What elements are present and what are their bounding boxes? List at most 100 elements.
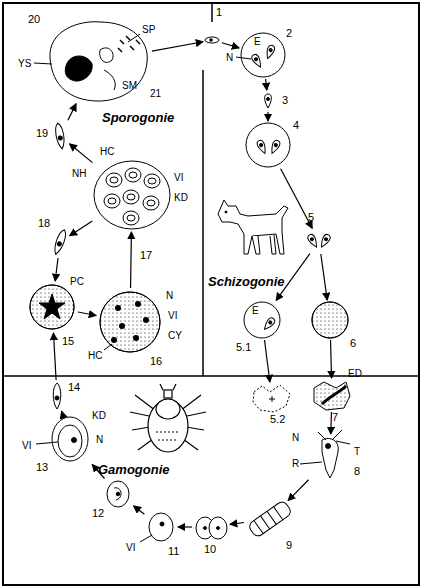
stage-node: 20YSSPNHSM21 [45,20,150,102]
cycle-arrow [230,523,244,525]
stage-node: 11VI [146,512,176,542]
structure-label: R [292,458,299,469]
stage-node: 16NVICYHC [98,290,162,354]
cycle-arrow [281,169,313,228]
cycle-arrow [321,254,327,300]
frame [3,3,419,585]
structure-label: T [354,446,360,457]
stage-node: 5.2 [252,384,292,414]
stage-number: 11 [168,546,179,557]
cycle-arrow [267,112,268,121]
cycle-arrow [130,232,132,288]
stage-node: 5 [306,230,332,252]
structure-label: N [292,432,299,443]
stage-node: 5.1E [244,302,280,338]
structure-label: KD [92,410,106,421]
cycle-arrow [288,480,308,501]
stage-node: 12 [104,480,132,508]
dog-illustration [218,200,288,254]
cycle-arrow [330,412,332,434]
dividers [4,4,418,376]
stage-node: 10 [194,514,228,540]
stage-number: 5.1 [236,342,251,353]
structure-label: E [254,36,261,47]
cycle-arrow [265,340,270,382]
cycle-arrow [178,526,192,527]
stage-node: 6 [312,302,348,338]
cycle-arrow [68,104,76,120]
stage-number: 16 [150,356,162,367]
phase-label: Gamogonie [98,462,170,477]
stage-node: 15PC [28,283,76,331]
structure-label: SP [142,24,155,35]
stage-node: 18 [52,228,68,256]
stage-number: 15 [62,336,74,347]
stage-number: 19 [36,128,48,139]
stage-number: 12 [92,508,104,519]
structure-label: KD [174,192,188,203]
structure-label: NH [72,168,86,179]
structure-label: SM [122,80,137,91]
cycle-arrow [61,411,63,414]
stage-number: 1 [216,7,222,18]
stage-number: 14 [68,382,80,393]
stage-number: 9 [286,540,292,551]
stage-node: 17HCNHVIKD [94,160,170,230]
stage-node: 9 [246,502,294,536]
stage-number: 3 [282,95,288,106]
structure-label: NH [70,62,84,73]
cycle-arrow [53,333,56,380]
stage-number: 2 [286,28,292,39]
stage-number: 4 [293,120,299,131]
stage-node: 7ED [312,380,352,410]
structure-label: E [252,305,259,316]
structure-label: VI [174,172,183,183]
stage-number: 20 [28,14,40,25]
stage-number: 6 [350,338,356,349]
structure-label: N [96,434,103,445]
cycle-arrow [331,340,332,378]
cycle-arrow [266,79,267,90]
stage-node: 4 [246,123,290,167]
structure-label: N [226,52,233,63]
cycle-arrow [222,43,239,48]
structure-label: 21 [150,88,161,99]
stage-node: 19 [52,122,68,150]
stage-node: 3 [261,92,275,110]
structure-label: CY [168,330,182,341]
structure-label: N [166,290,173,301]
cycle-arrow [70,144,93,163]
structure-label: VI [168,310,177,321]
cycle-arrow [55,258,58,281]
stage-node: 2NE [241,33,285,77]
stage-number: 5 [308,212,314,223]
stage-number: 5.2 [270,414,285,425]
stage-node: 1 [205,35,220,45]
structure-label: HC [100,146,114,157]
structure-label: ED [348,368,362,379]
structure-label: VI [126,542,135,553]
structure-label: YS [18,58,31,69]
stage-number: 7 [332,412,338,423]
stage-number: 8 [354,466,360,477]
tick-illustration [130,384,206,452]
cycle-arrow [78,312,96,315]
stage-number: 18 [38,218,50,229]
stage-node: 14 [50,382,64,410]
stage-node: 8NTR [310,436,350,480]
stage-number: 13 [36,462,48,473]
stage-number: 17 [140,250,152,261]
structure-label: VI [22,440,31,451]
structure-label: HC [88,350,102,361]
phase-label: Schizogonie [208,274,285,289]
stage-drawings [30,22,350,542]
phase-label: Sporogonie [102,110,174,125]
cycle-arrow [70,221,93,236]
cycle-arrow [134,506,145,514]
stage-node: 13KDNVI [48,415,92,463]
structure-label: PC [70,276,84,287]
stage-number: 10 [204,544,216,555]
